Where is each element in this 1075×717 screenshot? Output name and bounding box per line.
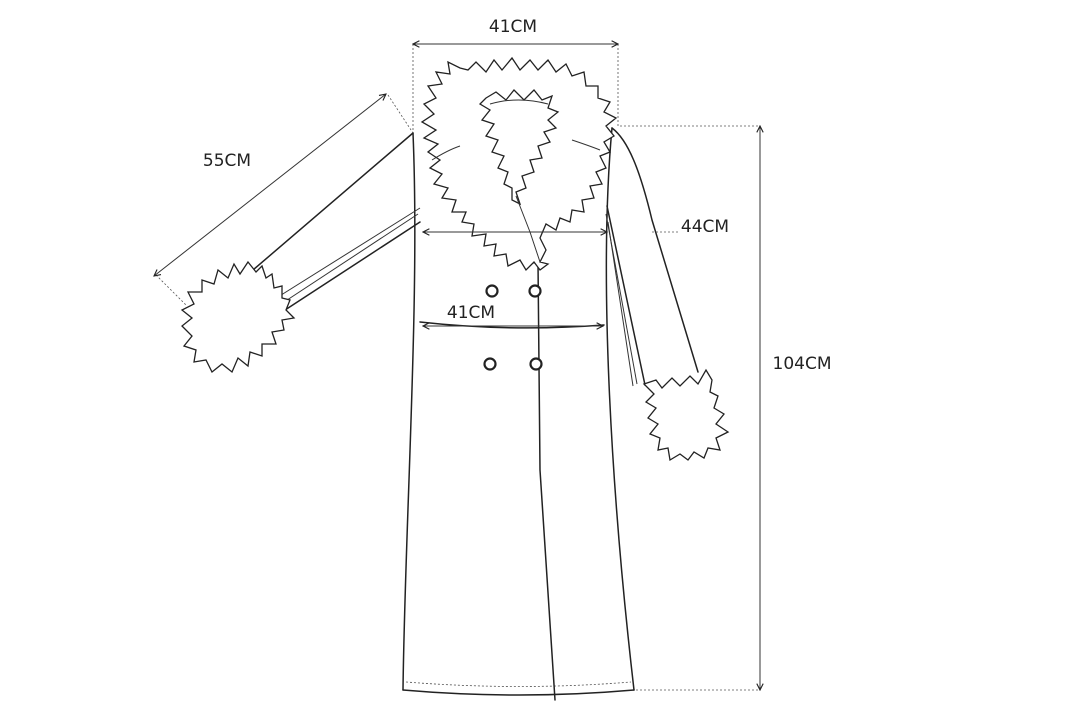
right-cuff-fur (642, 368, 730, 462)
left-sleeve (252, 132, 421, 313)
coat-buttons (483, 284, 543, 371)
button (485, 284, 499, 298)
shoulder-width-label: 41CM (489, 17, 537, 37)
guide-lines (155, 44, 758, 691)
sleeve-length-label: 55CM (203, 151, 251, 171)
chest-width-label: 44CM (681, 217, 729, 237)
left-cuff-fur (180, 260, 296, 374)
inner-lapel (478, 89, 560, 206)
total-length-label: 104CM (773, 354, 832, 374)
button (483, 357, 497, 371)
button (528, 284, 542, 298)
right-sleeve (605, 127, 699, 387)
waist-width-label: 41CM (447, 303, 495, 323)
button (529, 357, 543, 371)
sleeve-arrow (154, 94, 386, 276)
dimension-arrows (154, 44, 760, 690)
